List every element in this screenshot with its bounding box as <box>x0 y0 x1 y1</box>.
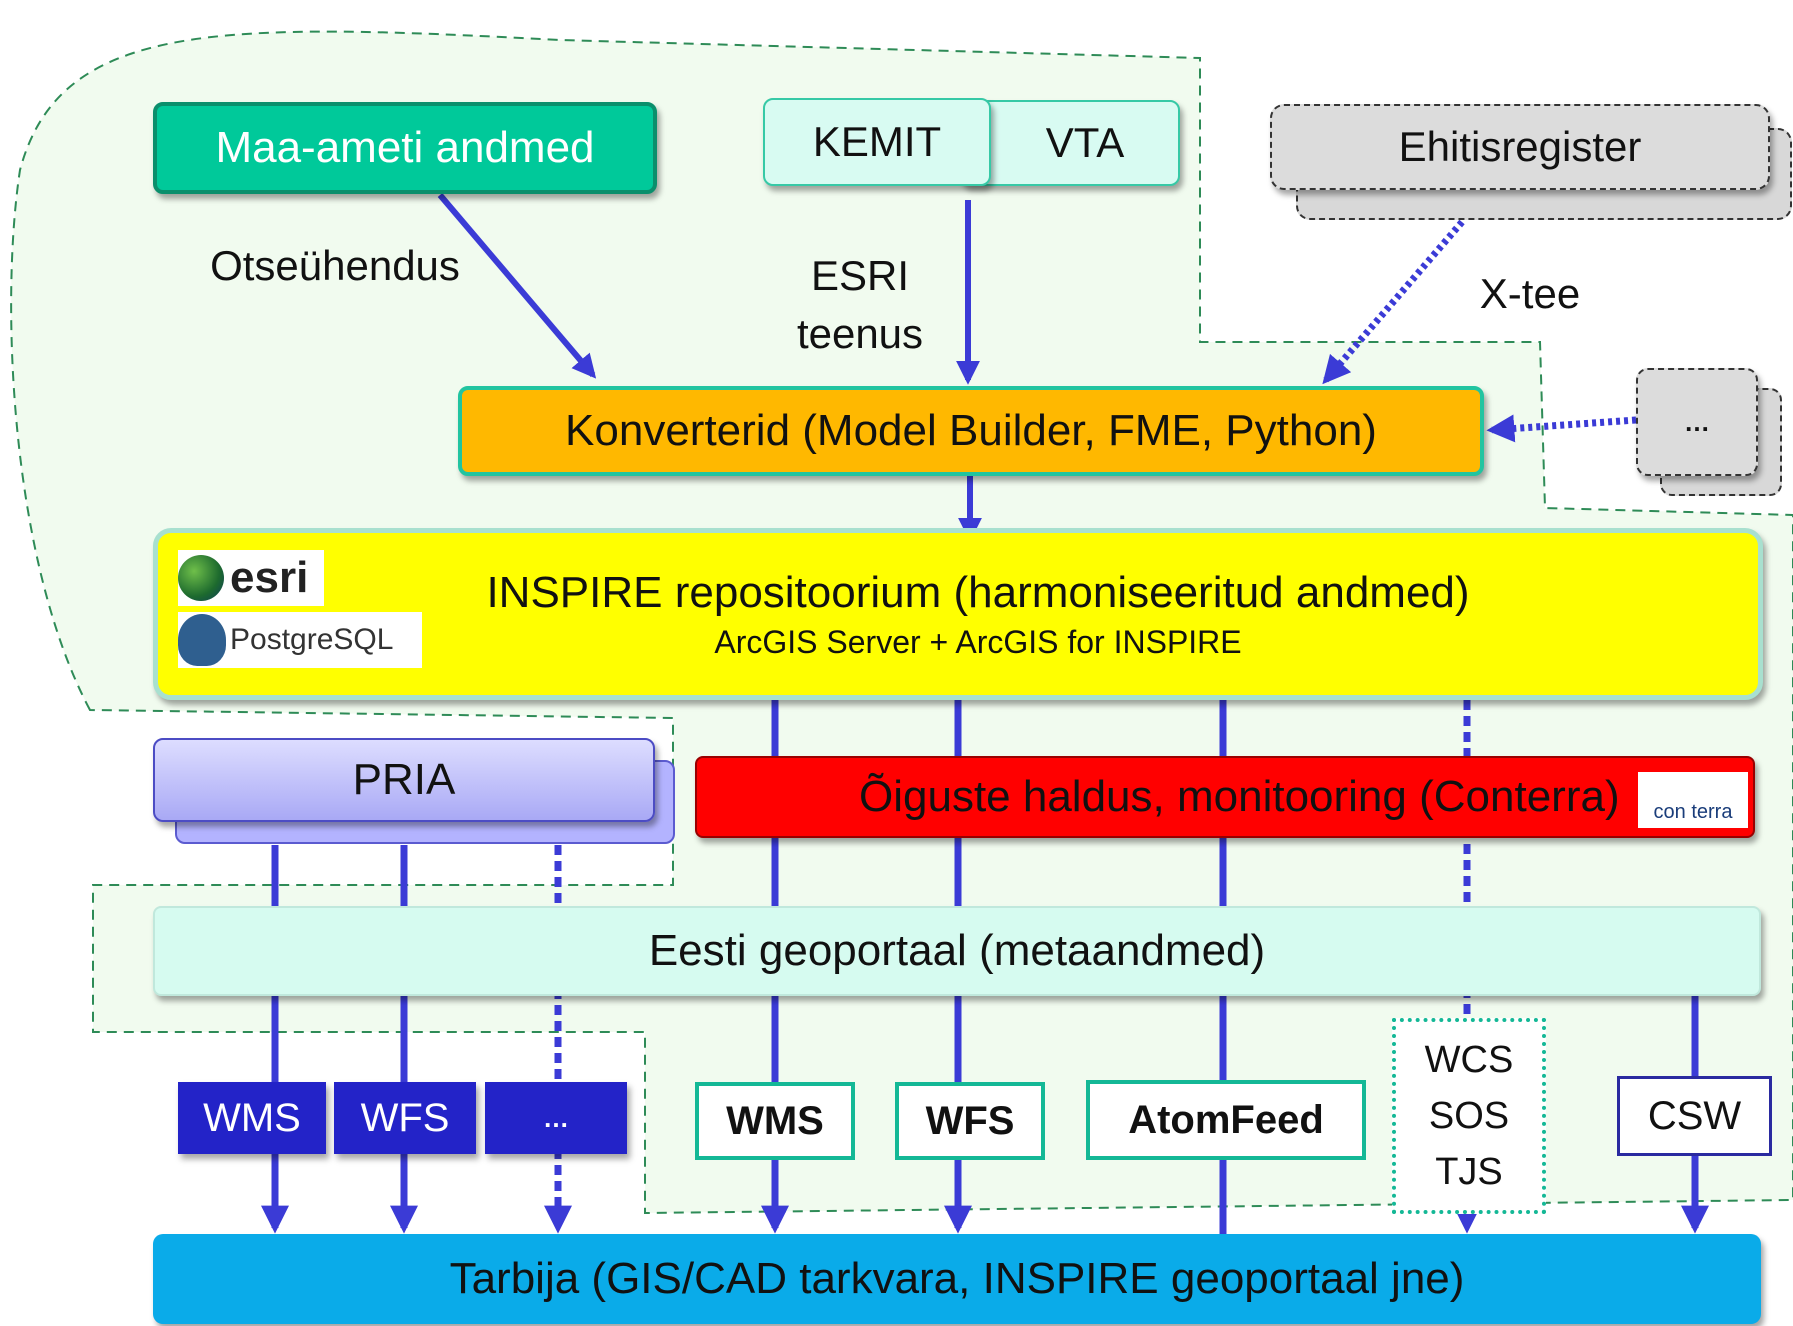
service-wms-label: WMS <box>726 1098 824 1143</box>
source-other-label: … <box>1684 406 1710 437</box>
conterra-logo: con terra <box>1638 772 1748 828</box>
pria-label: PRIA <box>352 755 456 804</box>
service-atomfeed: AtomFeed <box>1086 1080 1366 1160</box>
label-xtee: X-tee <box>1479 270 1581 317</box>
postgresql-logo-text: PostgreSQL <box>230 623 394 656</box>
service-extra: WCS SOS TJS <box>1392 1018 1546 1214</box>
consumer-label: Tarbija (GIS/CAD tarkvara, INSPIRE geopo… <box>449 1254 1465 1303</box>
esri-logo: esri <box>178 550 324 606</box>
rights-label: Õiguste haldus, monitooring (Conterra) <box>859 772 1620 821</box>
pria-service-wms: WMS <box>178 1082 326 1154</box>
service-atomfeed-label: AtomFeed <box>1128 1097 1324 1142</box>
service-wfs-label: WFS <box>925 1098 1015 1143</box>
label-otseyhendus: Otseühendus <box>210 242 460 289</box>
service-csw: CSW <box>1617 1076 1772 1156</box>
conterra-logo-text: con terra <box>1653 801 1733 823</box>
source-maaamet: Maa-ameti andmed <box>153 102 657 194</box>
geoportal-label: Eesti geoportaal (metaandmed) <box>648 926 1266 975</box>
source-vta: VTA <box>960 100 1180 186</box>
source-ehitisregister: Ehitisregister <box>1270 104 1770 190</box>
source-kemit-label: KEMIT <box>812 118 942 165</box>
postgresql-logo: PostgreSQL <box>178 612 422 668</box>
arrow-other-sources <box>1486 414 1637 443</box>
arrow-maaamet <box>437 193 597 379</box>
service-wms: WMS <box>695 1082 855 1160</box>
service-wcs-label: WCS <box>1424 1039 1514 1081</box>
rights-box: Õiguste haldus, monitooring (Conterra) <box>695 756 1755 838</box>
esri-logo-text: esri <box>230 553 309 602</box>
source-vta-label: VTA <box>1045 119 1125 166</box>
consumer-box: Tarbija (GIS/CAD tarkvara, INSPIRE geopo… <box>153 1234 1761 1324</box>
repository-title: INSPIRE repositoorium (harmoniseeritud a… <box>486 567 1470 617</box>
globe-icon <box>178 555 224 601</box>
pria-service-wfs: WFS <box>334 1082 476 1154</box>
pria-service-wms-label: WMS <box>203 1095 301 1140</box>
source-other: … <box>1636 368 1758 476</box>
service-sos-label: SOS <box>1428 1095 1510 1137</box>
pria-service-other: … <box>485 1082 627 1154</box>
pria-service-other-label: … <box>543 1102 569 1133</box>
service-tjs-label: TJS <box>1435 1151 1503 1193</box>
source-maaamet-label: Maa-ameti andmed <box>215 123 595 172</box>
converters-label: Konverterid (Model Builder, FME, Python) <box>565 406 1377 455</box>
label-esri: ESRI <box>810 252 910 299</box>
repository-subtitle: ArcGIS Server + ArcGIS for INSPIRE <box>714 623 1242 660</box>
geoportal-box: Eesti geoportaal (metaandmed) <box>153 906 1761 996</box>
source-kemit: KEMIT <box>763 98 991 186</box>
label-teenus: teenus <box>796 310 924 357</box>
pria-box: PRIA <box>153 738 655 822</box>
converters-box: Konverterid (Model Builder, FME, Python) <box>458 386 1484 476</box>
service-wfs: WFS <box>895 1082 1045 1160</box>
arrow-ehitisregister <box>1322 219 1465 385</box>
elephant-icon <box>178 614 226 666</box>
service-csw-label: CSW <box>1647 1093 1742 1138</box>
pria-service-wfs-label: WFS <box>360 1095 450 1140</box>
source-ehitisregister-label: Ehitisregister <box>1398 123 1642 170</box>
